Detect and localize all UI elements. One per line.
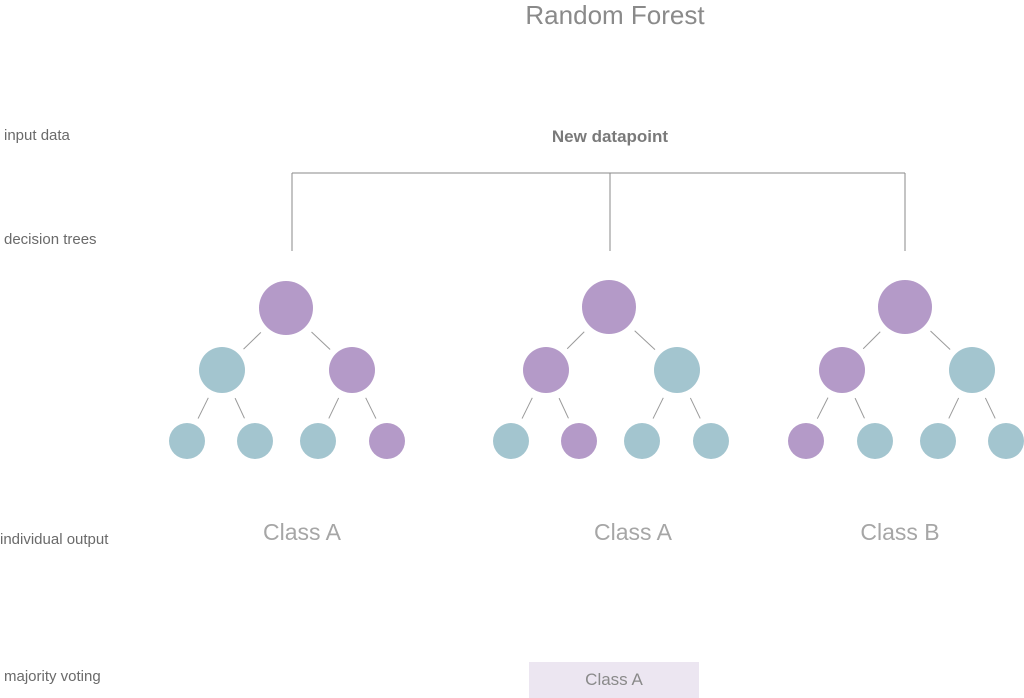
row-label-individual-output: individual output (0, 531, 109, 548)
tree-3-root-node (878, 280, 932, 334)
tree-1-leaf-node-2 (237, 423, 273, 459)
tree-2-branch-node-2 (654, 347, 700, 393)
tree-1-edge-leaf-4 (365, 397, 377, 419)
tree-1-branch-node-2 (329, 347, 375, 393)
tree-2-edge-root-left (566, 331, 585, 350)
input-datapoint-label: New datapoint (552, 127, 669, 146)
tree-2-edge-leaf-4 (689, 397, 701, 419)
tree-1-leaf-node-4 (369, 423, 405, 459)
tree-3-edge-root-right (930, 330, 951, 350)
tree-2-leaf-node-3 (624, 423, 660, 459)
tree-1-edge-leaf-2 (234, 397, 245, 419)
row-label-input-data: input data (4, 127, 71, 144)
tree-1-edge-leaf-1 (197, 397, 209, 419)
tree-2-edge-root-right (634, 330, 656, 350)
tree-2-edge-leaf-1 (521, 397, 533, 419)
majority-vote-box (529, 662, 699, 698)
tree-3-leaf-node-4 (988, 423, 1024, 459)
tree-1-branch-node-1 (199, 347, 245, 393)
tree-1-edge-leaf-3 (328, 397, 340, 419)
tree-3-branch-node-2 (949, 347, 995, 393)
input-connector (291, 172, 906, 251)
tree-3-edge-leaf-2 (854, 397, 865, 419)
tree-2-output-label: Class A (594, 519, 673, 545)
tree-2-branch-node-1 (523, 347, 569, 393)
tree-2-edge-leaf-2 (558, 397, 569, 419)
tree-2-leaf-node-4 (693, 423, 729, 459)
tree-1-leaf-node-1 (169, 423, 205, 459)
tree-2-leaf-node-2 (561, 423, 597, 459)
tree-3-branch-node-1 (819, 347, 865, 393)
tree-3-edge-leaf-1 (816, 397, 829, 419)
tree-3-edge-leaf-3 (948, 397, 960, 419)
tree-3-leaf-node-3 (920, 423, 956, 459)
majority-vote-label: Class A (585, 670, 643, 689)
tree-1-root-node (259, 281, 313, 335)
row-label-majority-voting: majority voting (4, 668, 101, 685)
tree-1-leaf-node-3 (300, 423, 336, 459)
tree-3-leaf-node-1 (788, 423, 824, 459)
tree-3-edge-leaf-4 (984, 397, 996, 419)
tree-1-edge-root-right (311, 331, 331, 350)
decision-trees: Class A Class A Class B (169, 280, 1024, 545)
tree-3-leaf-node-2 (857, 423, 893, 459)
tree-2-leaf-node-1 (493, 423, 529, 459)
tree-3-output-label: Class B (860, 519, 939, 545)
tree-2-root-node (582, 280, 636, 334)
tree-1-edge-root-left (243, 331, 262, 350)
row-label-decision-trees: decision trees (4, 231, 97, 248)
diagram-title: Random Forest (525, 0, 705, 30)
tree-3-edge-root-left (862, 331, 881, 350)
tree-1-output-label: Class A (263, 519, 342, 545)
tree-2-edge-leaf-3 (652, 397, 664, 419)
